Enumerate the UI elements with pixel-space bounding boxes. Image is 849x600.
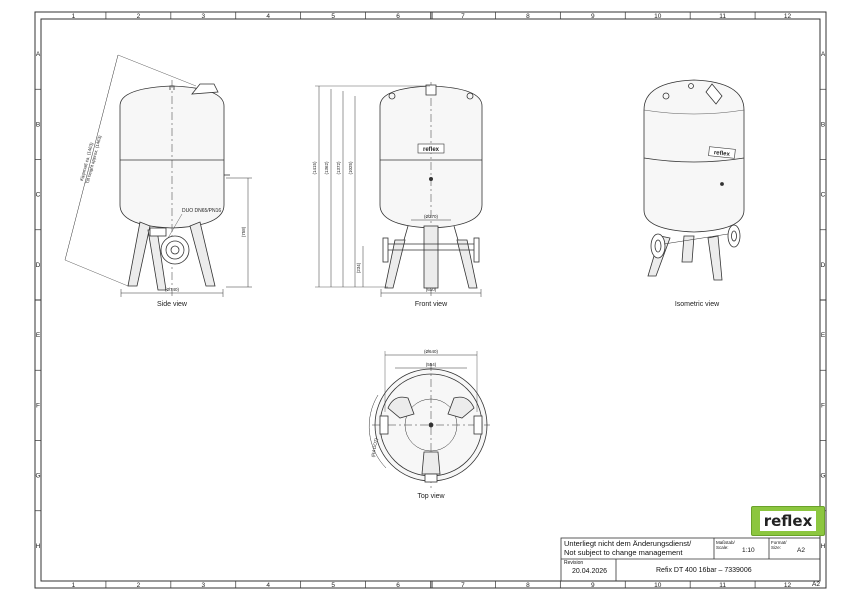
grid-row-label-right: E [821, 332, 826, 339]
tb-revision-date: 20.04.2026 [572, 568, 608, 575]
tb-note-de: Unterliegt nicht dem Änderungsdienst/ [564, 539, 692, 548]
side-dim-height: (758) [241, 226, 246, 237]
side-view-label: Side view [157, 301, 188, 308]
grid-col-label-bottom: 9 [591, 582, 595, 589]
brand-logo: reflex [751, 506, 825, 536]
tb-revision-label: Revision [564, 560, 584, 566]
grid-col-label-bottom: 10 [654, 582, 662, 589]
side-dim-width: (Ø740) [165, 287, 180, 292]
front-dim-h2: (1372) [336, 161, 341, 175]
grid-row-label-left: F [36, 402, 40, 409]
grid-col-label-bottom: 6 [396, 582, 400, 589]
grid-col-label-bottom: 7 [461, 582, 465, 589]
grid-col-label-top: 3 [201, 13, 205, 20]
grid-col-label-top: 4 [266, 13, 270, 20]
grid-col-label-top: 5 [331, 13, 335, 20]
grid-row-label-right: B [821, 121, 825, 128]
grid-col-label-bottom: 2 [137, 582, 141, 589]
grid-row-label-right: A [821, 51, 826, 58]
grid-row-label-right: G [820, 473, 825, 480]
grid-row-label-left: A [36, 51, 41, 58]
grid-col-label-top: 9 [591, 13, 595, 20]
front-view-label: Front view [415, 301, 448, 308]
top-dim-radius: (R4 DO7) [370, 437, 378, 457]
tb-corner-code: A2 [812, 581, 820, 588]
iso-badge: reflex [714, 150, 731, 158]
tb-note-en: Not subject to change management [564, 548, 683, 557]
grid-col-label-bottom: 8 [526, 582, 530, 589]
grid-row-label-right: D [821, 262, 826, 269]
isometric-view [643, 79, 745, 281]
tb-product: Refix DT 400 16bar – 7339006 [656, 567, 752, 574]
grid-col-label-bottom: 12 [784, 582, 792, 589]
grid-row-label-right: C [821, 192, 826, 199]
grid-col-label-top: 11 [719, 13, 726, 20]
front-dim-width: (650) [426, 287, 437, 292]
front-dim-h0: (1415) [312, 161, 317, 175]
front-dim-h4: (234) [356, 262, 361, 273]
grid-row-label-left: D [36, 262, 41, 269]
grid-row-label-left: G [35, 473, 40, 480]
grid-col-label-bottom: 5 [331, 582, 335, 589]
grid-col-label-top: 7 [461, 13, 465, 20]
title-block [560, 537, 821, 582]
tb-format-label: Format/ Size: [771, 540, 787, 550]
grid-row-label-left: B [36, 121, 40, 128]
grid-row-label-right: H [821, 543, 826, 550]
grid-col-label-top: 8 [526, 13, 530, 20]
grid-col-label-top: 1 [72, 13, 76, 20]
front-dim-h3: (1025) [348, 161, 353, 175]
top-dim-inner: (554) [426, 362, 437, 367]
grid-col-label-top: 10 [654, 13, 662, 20]
top-view-label: Top view [417, 493, 445, 500]
grid-row-label-left: C [36, 192, 41, 199]
front-dim-h1: (1362) [324, 161, 329, 175]
iso-view-label: Isometric view [675, 301, 720, 308]
brand-logo-text: reflex [759, 511, 817, 531]
grid-col-label-top: 2 [137, 13, 141, 20]
tb-scale-label: Maßstab/ Scale: [716, 540, 735, 550]
front-view [315, 82, 483, 297]
grid-col-label-top: 12 [784, 13, 792, 20]
grid-row-label-right: F [821, 402, 825, 409]
top-view [368, 351, 490, 488]
grid-col-label-bottom: 4 [266, 582, 270, 589]
side-view [64, 54, 252, 297]
front-badge: reflex [423, 147, 440, 153]
grid-row-label-left: H [36, 543, 41, 550]
side-connection-label: DUO DN65/PN16 [182, 208, 221, 214]
grid-col-label-bottom: 11 [719, 582, 726, 589]
grid-col-label-top: 6 [396, 13, 400, 20]
front-dim-flange: (Ø270) [424, 214, 439, 219]
tb-format-value: A2 [797, 547, 805, 554]
grid-row-label-left: E [36, 332, 41, 339]
top-dim-outer: (Ø640) [424, 349, 439, 354]
grid-col-label-bottom: 1 [72, 582, 76, 589]
grid-col-label-bottom: 3 [201, 582, 205, 589]
tb-scale-value: 1:10 [742, 547, 755, 554]
